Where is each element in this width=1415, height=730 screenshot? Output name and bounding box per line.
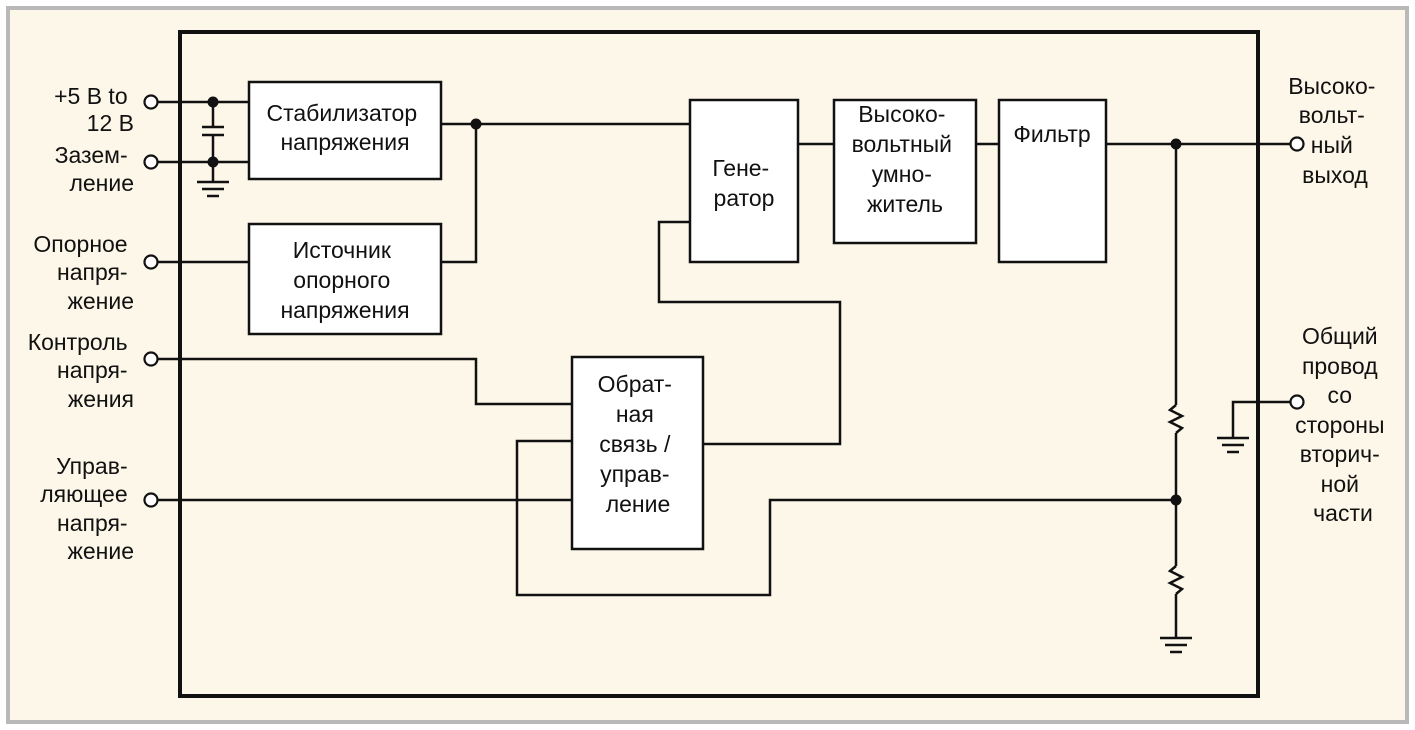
label-line: Контроль <box>28 329 128 355</box>
junction-dot <box>470 118 482 130</box>
ground-symbol-divider <box>1160 636 1192 654</box>
label-line: напря- <box>57 510 128 536</box>
label-line: Фильтр <box>1013 121 1090 147</box>
terminal-hv-output <box>1289 136 1305 152</box>
terminal-supply <box>143 94 159 110</box>
label-line: провод <box>1302 353 1378 379</box>
multiplier-label: Высоко- вольтный умно- житель <box>852 101 959 217</box>
label-line: Стабилизатор <box>266 100 417 126</box>
label-line: Обрат- <box>598 371 672 397</box>
junction-dot <box>207 156 219 168</box>
label-line: 12 В <box>87 110 134 136</box>
label-line: житель <box>867 191 943 217</box>
label-line: выход <box>1302 162 1368 188</box>
terminal-control <box>143 492 159 508</box>
label-line: напря- <box>57 357 128 383</box>
label-line: вольт- <box>1299 102 1365 128</box>
label-line: ление <box>69 170 134 196</box>
junction-dot <box>207 96 219 108</box>
label-line: ратор <box>714 185 775 211</box>
label-line: Высоко- <box>1288 73 1375 99</box>
regulator-block <box>247 80 443 181</box>
label-line: жения <box>68 386 134 412</box>
junction-dot <box>1170 138 1182 150</box>
label-line: ной <box>1321 471 1359 497</box>
terminal-ground <box>143 154 159 170</box>
ground-symbol-secondary <box>1217 436 1249 454</box>
label-line: вольтный <box>852 131 952 157</box>
label-line: +5 В to <box>54 83 128 109</box>
label-line: напряжения <box>280 297 409 323</box>
label-line: Высоко- <box>858 101 945 127</box>
label-line: Зазем- <box>55 142 128 168</box>
label-line: жение <box>67 538 134 564</box>
label-line: вторич- <box>1300 441 1380 467</box>
module-enclosure <box>178 30 1260 698</box>
label-line: умно- <box>872 161 932 187</box>
label-line: ляющее <box>40 481 127 507</box>
oscillator-label: Гене- ратор <box>712 155 775 211</box>
label-line: жение <box>67 288 134 314</box>
regulator-label: Стабилизатор напряжения <box>266 100 423 155</box>
junction-dot <box>1170 494 1182 506</box>
label-line: части <box>1313 500 1373 526</box>
label-line: ная <box>616 401 654 427</box>
supply-label: +5 В to 12 В <box>54 83 134 136</box>
label-line: напряжения <box>280 129 409 155</box>
reference-source-block <box>247 222 443 336</box>
label-line: со <box>1328 382 1353 408</box>
feedback-block <box>570 355 705 551</box>
label-line: ный <box>1311 132 1353 158</box>
reference-label: Опорное напря- жение <box>33 231 134 314</box>
label-line: Управ- <box>56 453 128 479</box>
terminal-reference <box>143 254 159 270</box>
filter-block <box>997 98 1108 264</box>
secondary-return-label: Общий провод со стороны вторич- ной част… <box>1295 323 1391 526</box>
ground-symbol-input <box>197 180 229 198</box>
label-line: связь / <box>599 431 671 457</box>
feedback-label: Обрат- ная связь / управ- ление <box>598 371 679 517</box>
hv-output-label: Высоко- вольт- ный выход <box>1288 73 1382 188</box>
label-line: Общий <box>1302 323 1378 349</box>
label-line: ление <box>606 491 671 517</box>
monitor-label: Контроль напря- жения <box>28 329 134 412</box>
label-line: Источник <box>293 237 392 263</box>
wires <box>158 100 1290 638</box>
label-line: напря- <box>57 259 128 285</box>
oscillator-block <box>688 98 800 264</box>
label-line: Гене- <box>712 155 769 181</box>
terminal-monitor <box>143 351 159 367</box>
terminal-secondary-return <box>1289 394 1305 410</box>
label-line: Опорное <box>33 231 127 257</box>
label-line: опорного <box>293 267 390 293</box>
control-label: Управ- ляющее напря- жение <box>40 453 134 564</box>
reference-source-label: Источник опорного напряжения <box>280 237 409 323</box>
ground-label: Зазем- ление <box>55 142 134 196</box>
label-line: управ- <box>600 461 669 487</box>
filter-label: Фильтр <box>1013 121 1090 147</box>
multiplier-block <box>832 98 978 245</box>
label-line: стороны <box>1295 412 1384 438</box>
